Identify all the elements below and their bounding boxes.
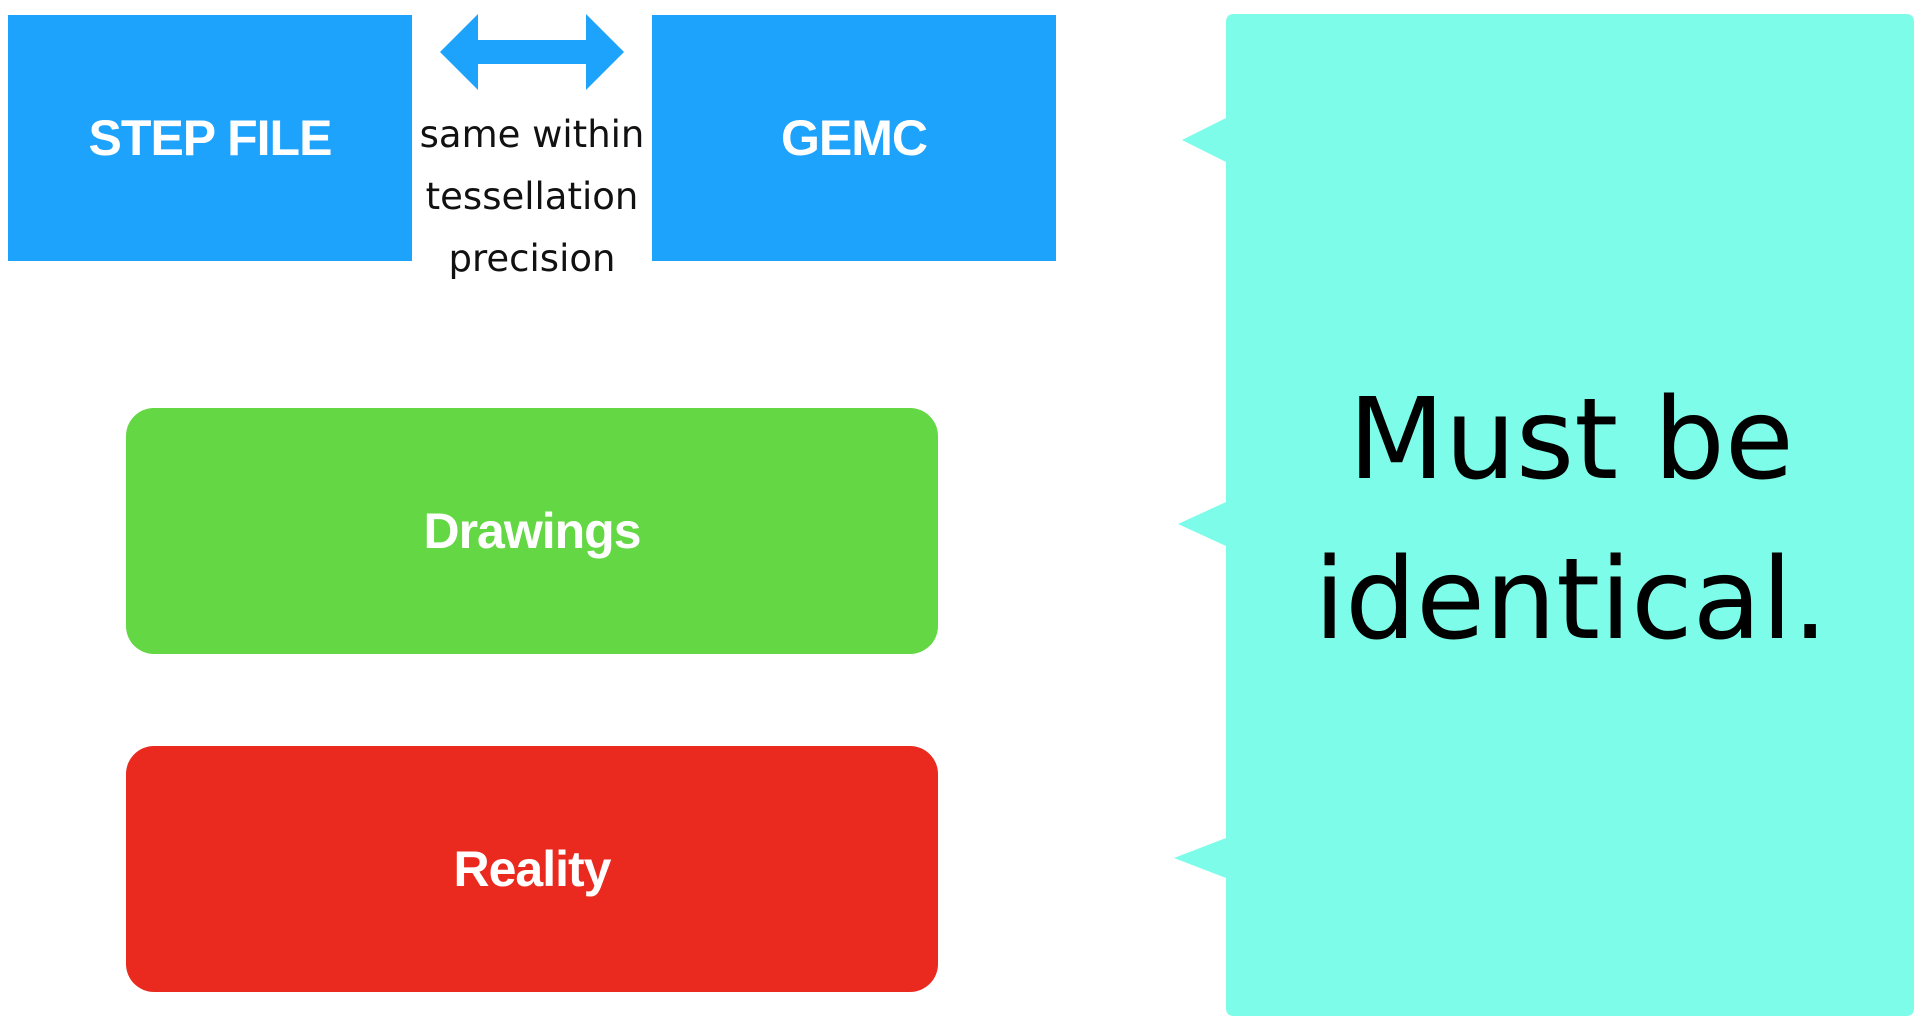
double-arrow-shape [440, 14, 624, 90]
callout-text: Must be identical. [1313, 375, 1829, 665]
gemc-label: GEMC [781, 110, 928, 166]
gemc-box: GEMC [652, 15, 1056, 261]
drawings-box: Drawings [126, 408, 938, 654]
relation-label: same within tessellation precision [419, 113, 645, 280]
callout-bubble-shape [1174, 14, 1914, 1016]
reality-label: Reality [453, 841, 612, 897]
reality-box: Reality [126, 746, 938, 992]
double-arrow-icon [440, 14, 624, 90]
step-file-label: STEP FILE [88, 110, 333, 166]
step-file-box: STEP FILE [8, 15, 412, 261]
drawings-label: Drawings [423, 503, 641, 559]
